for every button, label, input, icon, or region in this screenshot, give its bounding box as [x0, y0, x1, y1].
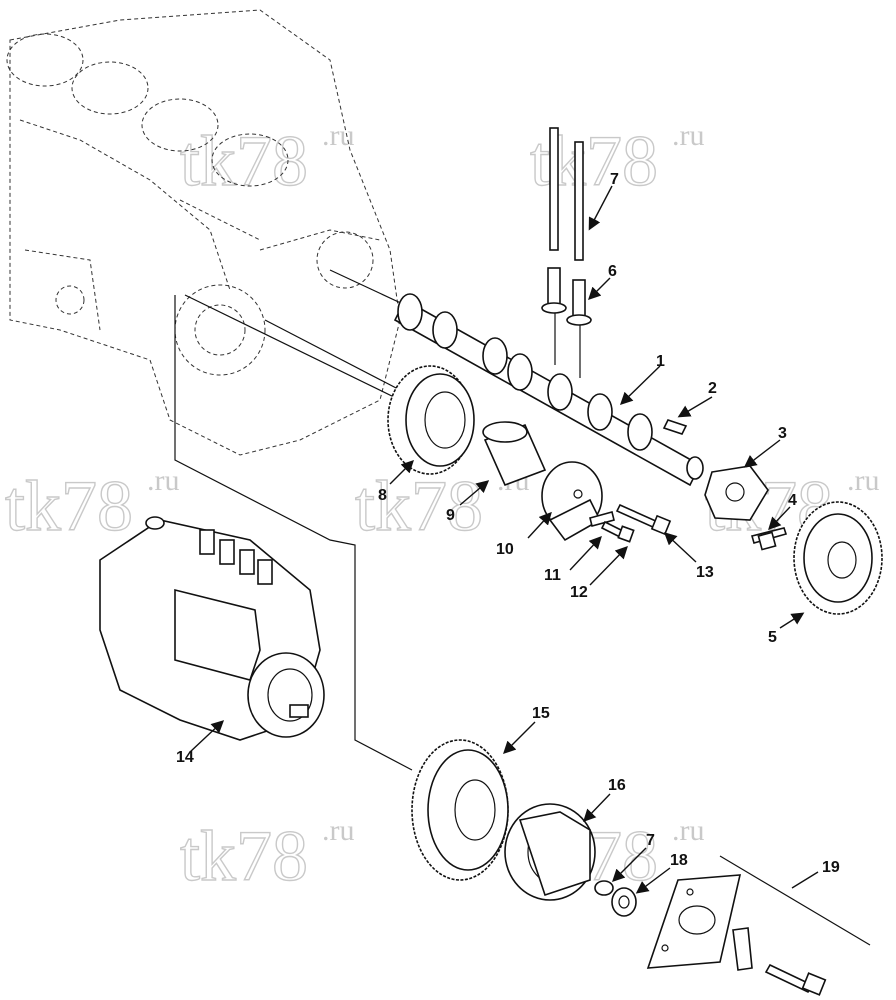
camshaft-gear	[793, 501, 883, 615]
push-rods	[549, 127, 584, 261]
callout-1: 1	[656, 353, 665, 370]
watermark-mid-left: tk78 .ru	[4, 464, 180, 547]
hub	[541, 461, 603, 542]
injection-pump	[99, 516, 325, 741]
camshaft	[393, 293, 704, 487]
bolt-13	[615, 503, 672, 536]
callout-12: 12	[570, 584, 588, 601]
callout-18: 18	[670, 852, 688, 869]
callout-5: 5	[768, 629, 777, 646]
svg-text:.ru: .ru	[847, 464, 880, 497]
svg-text:tk78: tk78	[180, 121, 308, 201]
bolt-12	[600, 520, 635, 543]
spring-washer	[594, 880, 614, 896]
callout-6: 6	[608, 263, 617, 280]
callout-14: 14	[176, 749, 194, 766]
callout-9: 9	[446, 507, 455, 524]
bushing	[482, 421, 547, 487]
woodruff-key	[662, 419, 688, 435]
callout-labels: 1 2 3 4 5 6 7 8 9 10 11 12 13 14 15 16 7…	[176, 171, 840, 876]
callout-10: 10	[496, 541, 514, 558]
helical-gear	[387, 365, 475, 475]
engine-block	[6, 9, 401, 456]
watermark-top-center: tk78 .ru	[179, 119, 355, 202]
assembly-lines	[174, 269, 581, 771]
callout-15: 15	[532, 705, 550, 722]
callout-3: 3	[778, 425, 787, 442]
svg-text:.ru: .ru	[322, 119, 355, 152]
callout-11: 11	[544, 567, 561, 584]
cover-plate-kit	[646, 855, 871, 996]
coupling-hub	[504, 803, 596, 901]
callout-leaders	[189, 185, 819, 894]
callout-7-lower: 7	[646, 832, 655, 849]
svg-text:.ru: .ru	[672, 119, 705, 152]
pump-drive-gear	[411, 739, 509, 881]
watermark-bottom-center: tk78 .ru	[179, 814, 355, 897]
svg-text:.ru: .ru	[672, 814, 705, 847]
watermark-mid-center: tk78 .ru	[354, 464, 529, 547]
callout-7: 7	[610, 171, 619, 188]
callout-13: 13	[696, 564, 714, 581]
bolt-4	[751, 527, 788, 551]
svg-text:.ru: .ru	[147, 464, 180, 497]
nut	[611, 887, 637, 917]
tappets	[541, 267, 592, 326]
svg-text:.ru: .ru	[322, 814, 355, 847]
svg-text:tk78: tk78	[355, 466, 483, 546]
callout-19: 19	[822, 859, 840, 876]
callout-16: 16	[608, 777, 626, 794]
callout-2: 2	[708, 380, 717, 397]
pin	[589, 511, 615, 527]
svg-text:tk78: tk78	[180, 816, 308, 896]
callout-4: 4	[788, 492, 797, 509]
svg-text:tk78: tk78	[5, 466, 133, 546]
callout-8: 8	[378, 487, 387, 504]
